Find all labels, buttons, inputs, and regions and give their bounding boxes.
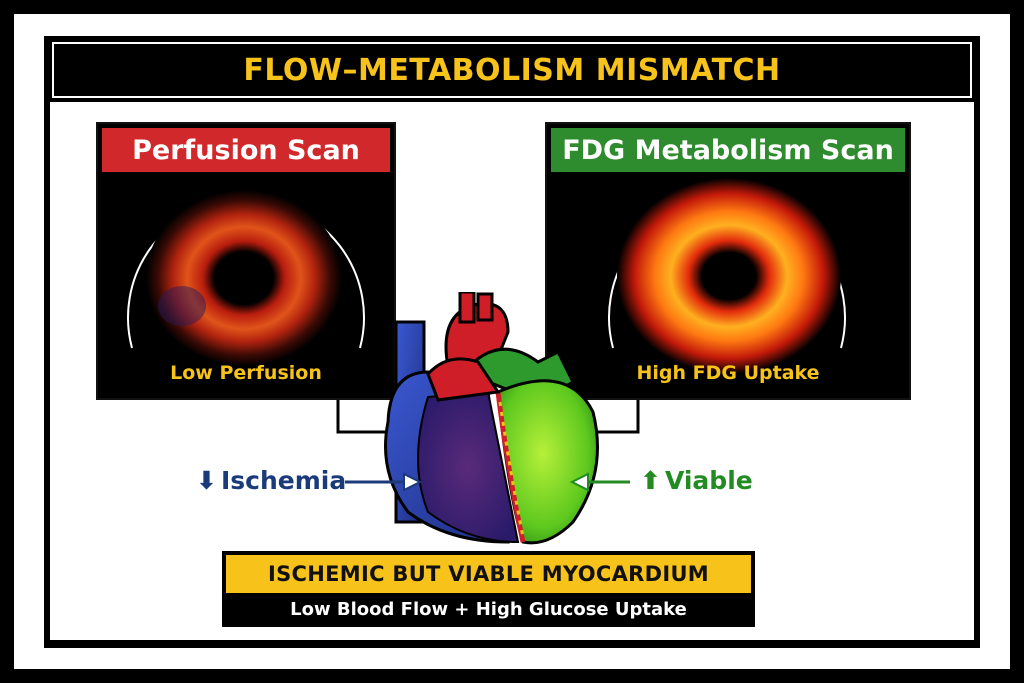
down-arrow-icon: ⬇ (196, 466, 217, 495)
perfusion-caption: Low Perfusion (170, 362, 322, 384)
viable-text: Viable (664, 466, 753, 495)
viable-arrow-head (569, 472, 589, 492)
left-connector (336, 398, 400, 434)
border-zone (495, 391, 526, 543)
fdg-ring (617, 178, 841, 374)
perfusion-scan-panel: Perfusion Scan Low Perfusion (96, 122, 396, 400)
ischemia-label: ⬇ Ischemia (196, 466, 346, 495)
perfusion-cold-spot (158, 286, 206, 326)
ischemia-arrow-head (403, 472, 423, 492)
fdg-caption: High FDG Uptake (636, 362, 820, 384)
conclusion-box: ISCHEMIC BUT VIABLE MYOCARDIUM Low Blood… (222, 551, 755, 627)
fdg-scan-title: FDG Metabolism Scan (562, 134, 894, 166)
perfusion-scan-title: Perfusion Scan (132, 134, 360, 166)
left-atrium (426, 357, 501, 402)
viable-label: ⬆ Viable (640, 466, 753, 495)
ischemia-text: Ischemia (220, 466, 347, 495)
ischemic-region (417, 390, 520, 544)
heart-illustration (384, 292, 599, 545)
fdg-scan-header: FDG Metabolism Scan (551, 128, 905, 172)
title-bar: FLOW–METABOLISM MISMATCH (52, 42, 972, 98)
perfusion-scan-image (127, 190, 365, 366)
page-title: FLOW–METABOLISM MISMATCH (243, 52, 781, 88)
conclusion-headline: ISCHEMIC BUT VIABLE MYOCARDIUM (226, 555, 751, 593)
fdg-scan-panel: FDG Metabolism Scan High FDG Uptake (545, 122, 911, 400)
right-connector (580, 398, 640, 434)
fdg-scan-image (608, 178, 846, 374)
up-arrow-icon: ⬆ (640, 466, 661, 495)
aorta-branch-1 (458, 292, 476, 324)
conclusion-subline: Low Blood Flow + High Glucose Uptake (290, 598, 687, 620)
aorta-branch-2 (476, 292, 494, 322)
border-zone-dots (498, 401, 525, 538)
perfusion-scan-header: Perfusion Scan (102, 128, 390, 172)
